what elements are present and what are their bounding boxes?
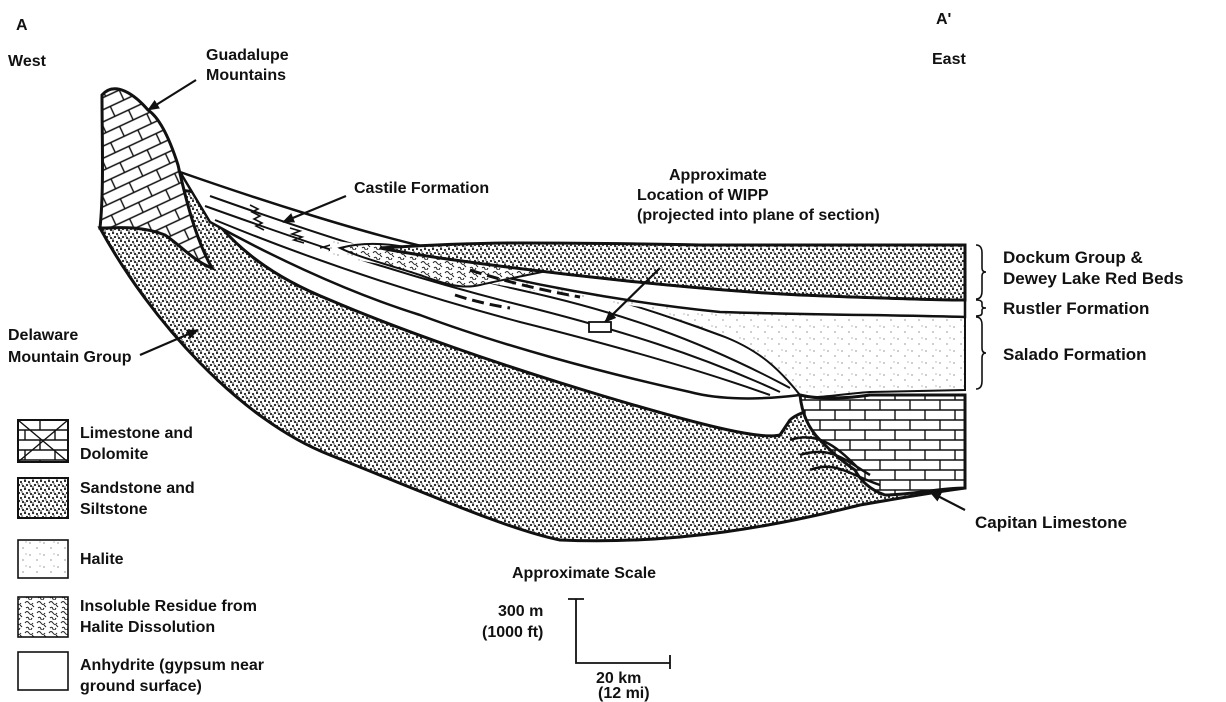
- delaware-label-1: Delaware: [8, 327, 78, 344]
- capitan-label: Capitan Limestone: [975, 513, 1127, 532]
- section-end-left: A: [16, 17, 28, 34]
- legend-item-anhydrite: Anhydrite (gypsum near ground surface): [18, 652, 264, 695]
- dockum-label-1: Dockum Group &: [1003, 248, 1143, 267]
- scale-bar-lines: [568, 599, 670, 669]
- legend-swatch-halite: [18, 540, 68, 578]
- direction-west: West: [8, 53, 47, 70]
- legend-swatch-anhydrite: [18, 652, 68, 690]
- scale-horizontal-2: (12 mi): [598, 685, 650, 702]
- cross-section-geology: [100, 89, 965, 541]
- section-end-right: A': [936, 11, 951, 28]
- section-ends: A A' West East: [8, 11, 966, 70]
- scale-vertical-1: 300 m: [498, 603, 543, 620]
- scale-vertical-2: (1000 ft): [482, 624, 543, 641]
- delaware-label-2: Mountain Group: [8, 349, 132, 366]
- legend-item-sandstone: Sandstone and Siltstone: [18, 478, 195, 518]
- guadalupe-label-2: Mountains: [206, 67, 286, 84]
- legend-swatch-sandstone: [18, 478, 68, 518]
- legend-label-sandstone-1: Sandstone and: [80, 480, 195, 497]
- wipp-location-marker: [589, 322, 611, 332]
- rustler-label: Rustler Formation: [1003, 299, 1149, 318]
- legend-label-limestone-2: Dolomite: [80, 446, 149, 463]
- wipp-label-2: Location of WIPP: [637, 187, 769, 204]
- wipp-label-3: (projected into plane of section): [637, 207, 880, 224]
- legend-item-halite: Halite: [18, 540, 124, 578]
- legend: Limestone and Dolomite Sandstone and Sil…: [18, 420, 264, 695]
- scale-title: Approximate Scale: [512, 565, 656, 582]
- legend-label-halite: Halite: [80, 551, 124, 568]
- legend-label-limestone-1: Limestone and: [80, 425, 193, 442]
- castile-label: Castile Formation: [354, 180, 489, 197]
- legend-label-sandstone-2: Siltstone: [80, 501, 148, 518]
- unit-braces: [976, 245, 986, 389]
- guadalupe-label-1: Guadalupe: [206, 47, 289, 64]
- legend-item-limestone: Limestone and Dolomite: [18, 420, 193, 463]
- scale-bar: Approximate Scale 300 m (1000 ft) 20 km …: [482, 565, 670, 702]
- legend-label-residue-2: Halite Dissolution: [80, 619, 215, 636]
- legend-label-residue-1: Insoluble Residue from: [80, 598, 257, 615]
- legend-item-residue: Insoluble Residue from Halite Dissolutio…: [18, 597, 257, 637]
- dockum-label-2: Dewey Lake Red Beds: [1003, 269, 1183, 288]
- wipp-label-1: Approximate: [669, 167, 767, 184]
- legend-swatch-residue: [18, 597, 68, 637]
- salado-label: Salado Formation: [1003, 345, 1147, 364]
- direction-east: East: [932, 51, 966, 68]
- legend-label-anhydrite-1: Anhydrite (gypsum near: [80, 657, 264, 674]
- legend-label-anhydrite-2: ground surface): [80, 678, 202, 695]
